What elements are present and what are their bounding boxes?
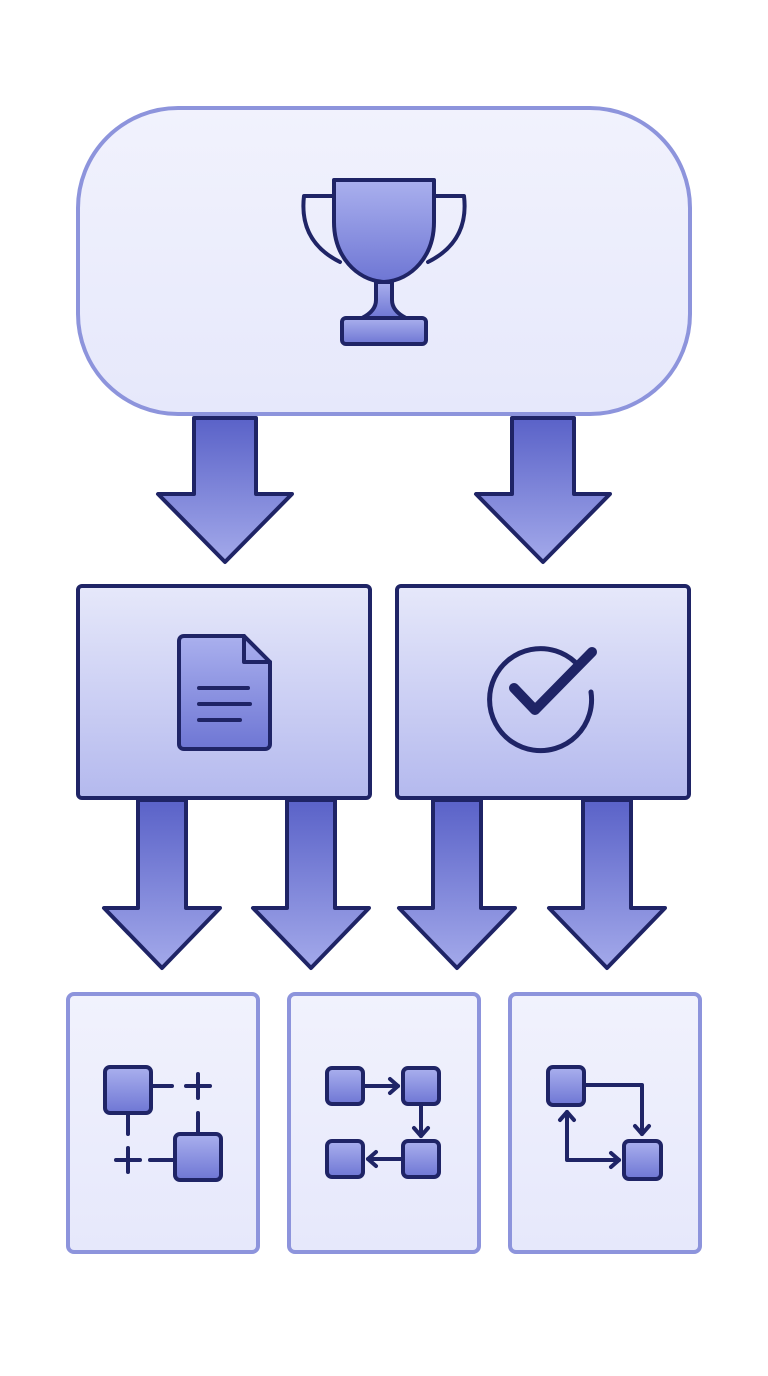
goal-node [76,106,692,416]
plan-node [76,584,372,800]
verify-node [395,584,691,800]
arrow-goal-to-verify [474,416,612,564]
sequential-flow-icon [325,1066,441,1179]
arrow-verify-to-cycle [547,798,667,970]
arrow-plan-to-sequence [251,798,371,970]
expand-node [66,992,260,1254]
cycle-loop-icon [546,1065,663,1181]
sequence-node [287,992,481,1254]
arrow-plan-to-expand [102,798,222,970]
arrow-verify-to-sequence [397,798,517,970]
trophy-icon [301,178,467,346]
arrow-goal-to-plan [156,416,294,564]
branching-nodes-icon [103,1065,223,1182]
document-icon [177,634,272,751]
check-circle-icon [487,646,597,754]
cycle-node [508,992,702,1254]
